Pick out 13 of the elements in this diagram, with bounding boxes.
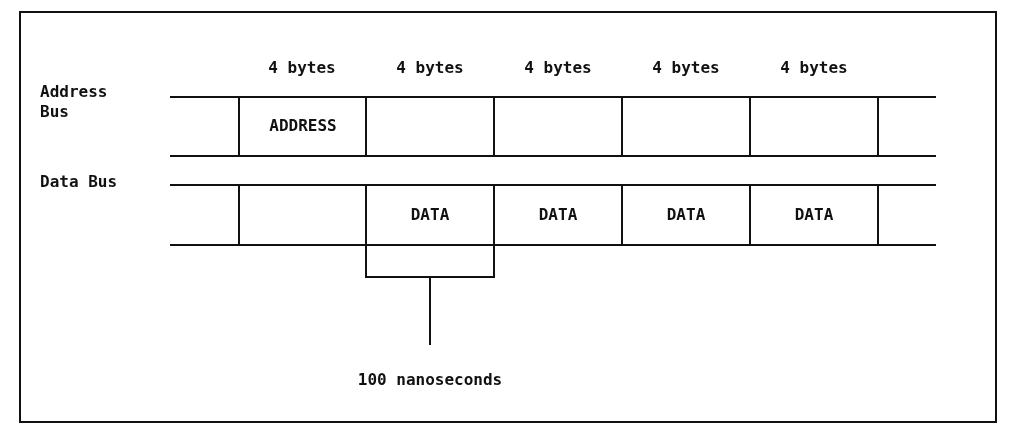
- column-label: 4 bytes: [651, 58, 721, 78]
- signal-value: DATA: [409, 205, 451, 225]
- signal-value: DATA: [793, 205, 835, 225]
- signal-value: DATA: [665, 205, 707, 225]
- bus-label: Address Bus: [40, 82, 109, 122]
- column-label: 4 bytes: [523, 58, 593, 78]
- bus-label: Data Bus: [40, 172, 119, 192]
- signal-value: DATA: [537, 205, 579, 225]
- dimension-label: 100 nanoseconds: [356, 370, 504, 390]
- signal-value: ADDRESS: [268, 116, 338, 136]
- column-label: 4 bytes: [779, 58, 849, 78]
- column-label: 4 bytes: [267, 58, 337, 78]
- column-label: 4 bytes: [395, 58, 465, 78]
